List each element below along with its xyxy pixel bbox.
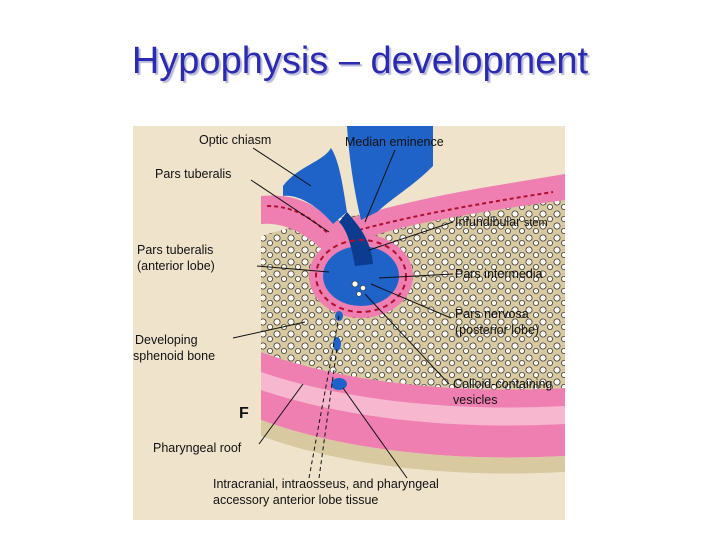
label-pars-intermedia: Pars intermedia	[455, 267, 543, 281]
leader-colloid-vesicles	[364, 293, 450, 385]
pharyngeal-lower-tan	[261, 420, 565, 474]
hypothalamus-shape	[347, 126, 433, 220]
leader-pharyngeal-roof	[258, 383, 304, 445]
leader-accessory-3	[342, 387, 408, 479]
leader-infundibular-stem	[368, 221, 454, 251]
infundibular-stem-shape	[339, 212, 373, 266]
leader-pars-nervosa	[370, 283, 452, 319]
upper-red-dash-right	[358, 191, 554, 231]
label-pars-tuberalis-al-line1: Pars tuberalis	[137, 243, 213, 257]
pars-nervosa-body	[323, 246, 399, 306]
label-accessory-line1: Intracranial, intraosseus, and pharyngea…	[213, 477, 439, 491]
label-developing-line1: Developing	[135, 333, 198, 347]
label-pharyngeal-roof: Pharyngeal roof	[153, 441, 242, 455]
leader-pars-tuberalis	[250, 179, 330, 233]
label-optic-chiasm: Optic chiasm	[199, 133, 271, 147]
label-pars-tuberalis-al-line2: (anterior lobe)	[137, 259, 215, 273]
colloid-vesicle	[356, 291, 362, 297]
optic-chiasm-shape	[283, 148, 347, 224]
label-pars-nervosa-line1: Pars nervosa	[455, 307, 529, 321]
label-median-eminence: Median eminence	[345, 135, 444, 149]
pouch-red-dash	[315, 239, 407, 313]
accessory-tissue-blob	[331, 378, 347, 390]
figure-illustration: Optic chiasm Median eminence Pars tubera…	[133, 126, 565, 520]
upper-pink-layer	[261, 174, 565, 250]
colloid-vesicle	[360, 285, 366, 291]
label-pars-tuberalis: Pars tuberalis	[155, 167, 231, 181]
label-colloid-line1: Colloid-containing	[453, 377, 552, 391]
colloid-vesicle	[351, 280, 359, 288]
label-accessory-line2: accessory anterior lobe tissue	[213, 493, 378, 507]
leader-accessory-2	[318, 347, 338, 479]
pharyngeal-light-band	[261, 372, 565, 426]
leader-optic-chiasm	[252, 147, 312, 187]
label-infundibular-stem: Infundibular stem	[455, 215, 548, 229]
leader-pars-tuberalis-al	[256, 265, 330, 273]
leader-pars-intermedia	[378, 273, 454, 279]
hypophysis-development-figure: Optic chiasm Median eminence Pars tubera…	[133, 126, 565, 520]
label-pars-nervosa-line2: (posterior lobe)	[455, 323, 539, 337]
accessory-tissue-blob	[333, 337, 341, 351]
label-colloid-line2: vesicles	[453, 393, 497, 407]
leader-median-eminence	[364, 149, 396, 223]
panel-letter: F	[239, 405, 249, 422]
label-developing-line2: sphenoid bone	[133, 349, 215, 363]
slide-title: Hypophysis – development	[131, 40, 589, 82]
leader-developing-bone	[232, 321, 306, 339]
